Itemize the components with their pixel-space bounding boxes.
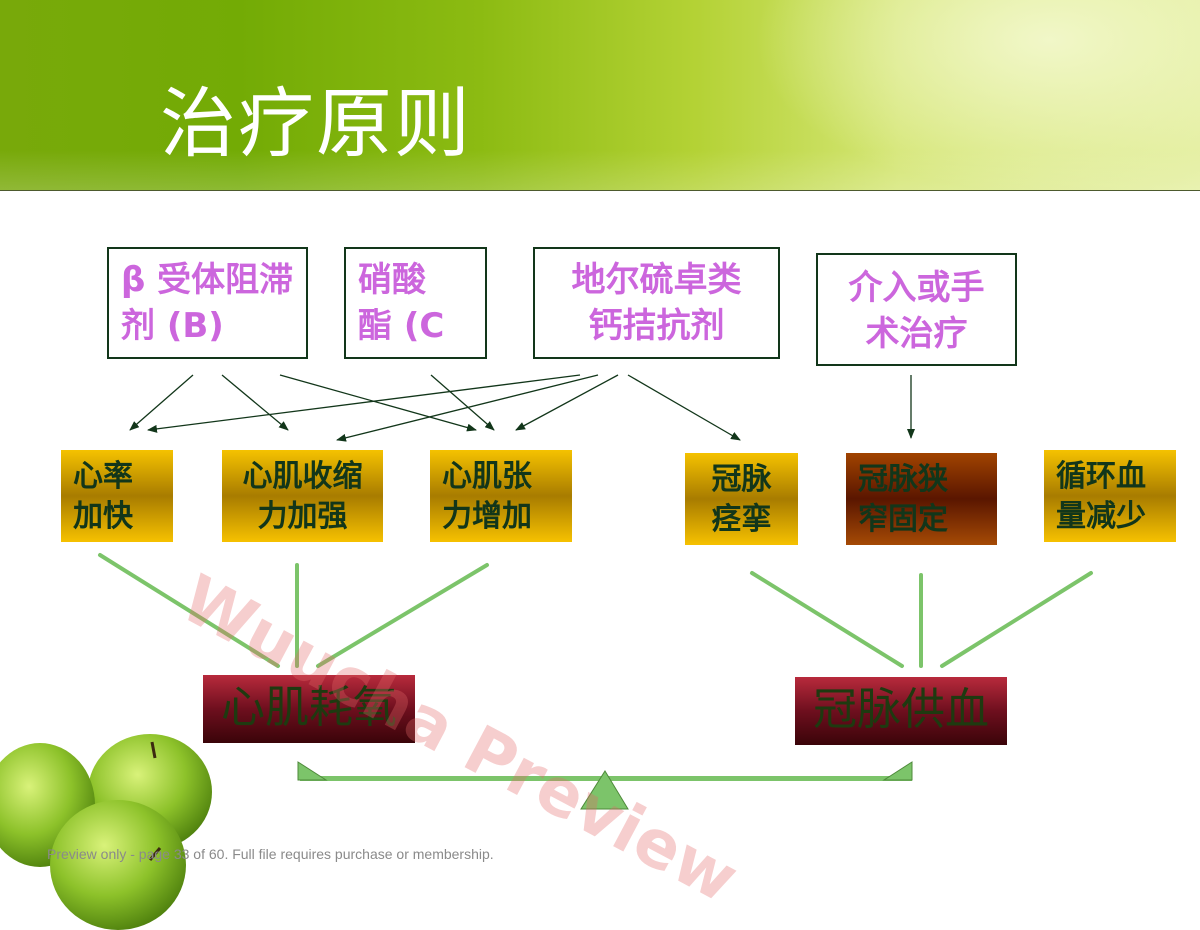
result-oxygen-demand-label: 心肌耗氧	[221, 682, 397, 733]
arrow-diltiazem-to-heart-rate	[147, 374, 581, 433]
page-title: 治疗原则	[160, 79, 472, 168]
treatment-nitrate: 硝酸酯 (C	[344, 247, 487, 359]
diagram-connectors	[98, 374, 1093, 810]
connector-heart-rate-to-oxygen	[98, 553, 280, 668]
balance-right-wedge	[882, 761, 913, 781]
header-banner	[0, 0, 1200, 191]
result-oxygen-demand: 心肌耗氧	[203, 675, 415, 743]
treatment-diltiazem-label: 地尔硫卓类钙拮抗剂	[571, 260, 742, 346]
arrow-beta-to-contractility	[221, 374, 289, 431]
arrow-beta-to-heart-rate	[129, 374, 194, 431]
effect-volume: 循环血量减少	[1044, 450, 1176, 542]
effect-heart-rate: 心率加快	[61, 450, 173, 542]
effect-contractility: 心肌收缩力加强	[222, 450, 383, 542]
connector-spasm-to-supply	[750, 571, 904, 668]
arrow-beta-to-wall-tension	[279, 374, 477, 432]
apples-decoration	[0, 734, 212, 930]
treatment-beta-blocker-label: β 受体阻滞剂 (B)	[121, 260, 294, 346]
treatment-intervention: 介入或手术治疗	[816, 253, 1017, 366]
connector-volume-to-supply	[940, 571, 1093, 668]
effect-stenosis-label: 冠脉狭窄固定	[858, 462, 948, 537]
treatment-diltiazem: 地尔硫卓类钙拮抗剂	[533, 247, 780, 359]
balance-left-wedge	[297, 761, 328, 781]
treatment-intervention-label: 介入或手术治疗	[848, 268, 985, 354]
effect-wall-tension: 心肌张力增加	[430, 450, 572, 542]
result-blood-supply-label: 冠脉供血	[813, 684, 989, 735]
effect-volume-label: 循环血量减少	[1056, 459, 1146, 534]
treatment-beta-blocker: β 受体阻滞剂 (B)	[107, 247, 308, 359]
arrow-diltiazem-to-spasm	[627, 374, 741, 441]
arrow-diltiazem-to-wall-tension	[515, 374, 619, 431]
effect-heart-rate-label: 心率加快	[73, 459, 133, 534]
balance-scale	[297, 761, 913, 810]
effect-spasm: 冠脉痉挛	[685, 453, 798, 545]
treatment-nitrate-label: 硝酸酯 (C	[358, 260, 445, 346]
arrow-nitrate-to-wall-tension	[430, 374, 495, 431]
effect-stenosis: 冠脉狭窄固定	[846, 453, 997, 545]
effect-contractility-label: 心肌收缩力加强	[242, 459, 363, 534]
connector-wall-tension-to-oxygen	[316, 563, 489, 668]
arrow-diltiazem-to-contractility	[336, 374, 599, 442]
preview-footer: Preview only - page 33 of 60. Full file …	[47, 846, 494, 862]
result-blood-supply: 冠脉供血	[795, 677, 1007, 745]
effect-spasm-label: 冠脉痉挛	[711, 462, 772, 537]
balance-fulcrum	[580, 770, 629, 810]
effect-wall-tension-label: 心肌张力增加	[442, 459, 532, 534]
